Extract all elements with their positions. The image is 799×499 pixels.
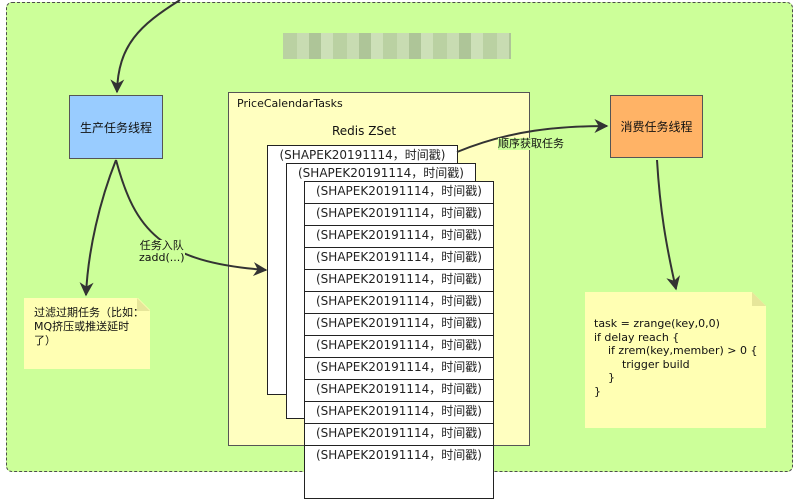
connector-layer [79,0,681,297]
task-card: (SHAPEK20191114，时间戳) [304,203,494,226]
code-line-1: task = zrange(key,0,0) [594,317,720,330]
fetch-label: 顺序获取任务 [498,137,564,150]
code-line-4: trigger build [594,357,690,371]
consumer-note-arrow [656,159,681,291]
task-card: (SHAPEK20191114，时间戳) [304,357,494,380]
code-line-2: if delay reach { [594,330,680,344]
blurred-title [283,33,511,59]
enqueue-label-line2: zadd(...) [139,251,185,264]
consumer-thread-node: 消费任务线程 [610,95,703,158]
task-card: (SHAPEK20191114，时间戳) [304,401,494,424]
diagram-canvas: PriceCalendarTasks Redis ZSet (SHAPEK201… [6,0,793,499]
code-line-5: } [594,371,615,384]
consumer-label: 消费任务线程 [620,120,693,134]
task-card: (SHAPEK20191114，时间戳) [304,379,494,402]
zset-label: Redis ZSet [332,124,397,138]
note-left-text: 过滤过期任务（比如：MQ挤压或推送延时了） [34,306,144,347]
task-card: (SHAPEK20191114，时间戳) [304,423,494,446]
enqueue-label-line1: 任务入队 [139,239,184,252]
task-card: (SHAPEK20191114，时间戳) [304,291,494,314]
producer-label: 生产任务线程 [79,120,152,135]
filter-expired-note: 过滤过期任务（比如：MQ挤压或推送延时了） [24,298,150,369]
fetch-arrow [456,119,609,153]
task-card: (SHAPEK20191114，时间戳) [304,335,494,358]
enqueue-label: 任务入队 zadd(...) [139,240,185,264]
code-line-3: if zrem(key,member) > 0 { [594,344,758,357]
enqueue-arrow [115,159,268,277]
filter-arrow [79,159,117,297]
code-line-6: } [594,384,601,398]
consumer-logic-note: task = zrange(key,0,0) if delay reach { … [585,292,766,428]
incoming-arrow [110,0,181,94]
group-label: PriceCalendarTasks [237,97,343,110]
producer-thread-node: 生产任务线程 [69,95,163,159]
